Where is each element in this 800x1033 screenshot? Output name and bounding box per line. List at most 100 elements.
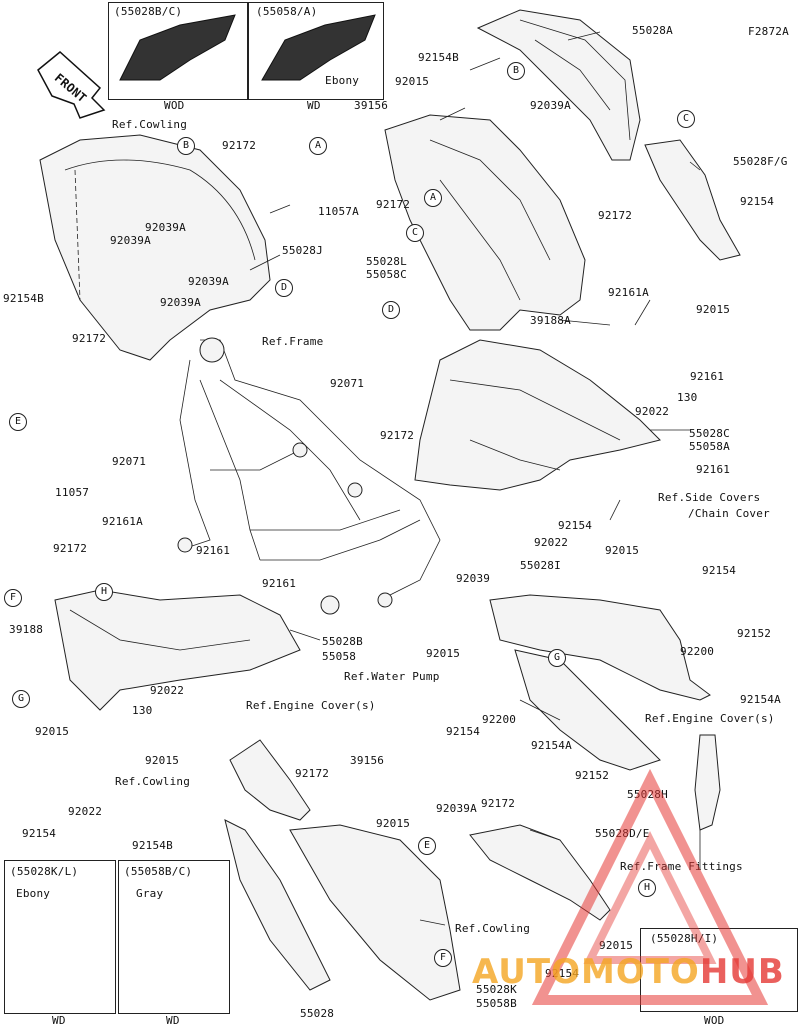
part-92022: 92022 <box>150 684 185 697</box>
inset-top-right-color: Ebony <box>325 74 360 87</box>
frame-drawing <box>177 337 441 615</box>
ref-circle-b: B <box>507 62 525 80</box>
ref-circle-d: D <box>382 301 400 319</box>
ref-circle-a: A <box>309 137 327 155</box>
part-92172: 92172 <box>481 797 516 810</box>
ref-circle-c: C <box>406 224 424 242</box>
part-92015: 92015 <box>376 817 411 830</box>
part-55028FG: 55028F/G <box>733 155 788 168</box>
part-92039A: 92039A <box>436 802 477 815</box>
part-92161: 92161 <box>696 463 731 476</box>
ref-cowling-label: Ref.Cowling <box>112 118 188 131</box>
inset-bl2-color: Gray <box>136 887 164 900</box>
part-55028J: 55028J <box>282 244 323 257</box>
part-92015: 92015 <box>35 725 70 738</box>
ref-circle-f: F <box>434 949 452 967</box>
part-92172: 92172 <box>376 198 411 211</box>
inset-br-code: (55028H/I) <box>650 932 719 945</box>
part-55028A: 55028A <box>632 24 673 37</box>
inset-bl2-code: (55058B/C) <box>124 865 193 878</box>
part-55028C: 55028C <box>689 427 730 440</box>
ref-cowling-label-2: Ref.Cowling <box>115 775 191 788</box>
part-92200: 92200 <box>482 713 517 726</box>
ref-water-pump-label: Ref.Water Pump <box>344 670 440 683</box>
part-92039A: 92039A <box>530 99 571 112</box>
part-92015: 92015 <box>145 754 180 767</box>
part-92172: 92172 <box>598 209 633 222</box>
part-92015: 92015 <box>426 647 461 660</box>
part-92161: 92161 <box>262 577 297 590</box>
watermark-auto: AUTO <box>472 952 581 992</box>
inset-top-left-variant: WOD <box>164 99 185 112</box>
inset-bl1-variant: WD <box>52 1014 66 1027</box>
ref-frame-label: Ref.Frame <box>262 335 324 348</box>
part-92154B: 92154B <box>3 292 44 305</box>
part-92154: 92154 <box>558 519 593 532</box>
part-92015: 92015 <box>605 544 640 557</box>
part-55028DE: 55028D/E <box>595 827 650 840</box>
inset-bl1-code: (55028K/L) <box>10 865 79 878</box>
part-55028: 55028 <box>300 1007 335 1020</box>
part-55028H: 55028H <box>627 788 668 801</box>
part-55028K: 55028K <box>476 983 517 996</box>
ref-circle-a: A <box>424 189 442 207</box>
diagram-id: F2872A <box>748 25 789 38</box>
part-130: 130 <box>132 704 153 717</box>
ref-circle-e: E <box>9 413 27 431</box>
part-92154: 92154 <box>702 564 737 577</box>
part-39188: 39188 <box>9 623 44 636</box>
ref-engine-cover-right-label: Ref.Engine Cover(s) <box>645 712 775 725</box>
ref-circle-b: B <box>177 137 195 155</box>
part-92015: 92015 <box>599 939 634 952</box>
part-55058B: 55058B <box>476 997 517 1010</box>
inset-bl2-variant: WD <box>166 1014 180 1027</box>
part-92039A: 92039A <box>160 296 201 309</box>
inset-bottom-left-1 <box>4 860 116 1014</box>
part-92039A: 92039A <box>145 221 186 234</box>
watermark-text: AUTOMOTOHUB <box>472 952 785 992</box>
part-92154A: 92154A <box>740 693 781 706</box>
ref-circle-d: D <box>275 279 293 297</box>
part-92200: 92200 <box>680 645 715 658</box>
part-92154: 92154 <box>740 195 775 208</box>
part-130: 130 <box>677 391 698 404</box>
part-39156: 39156 <box>354 99 389 112</box>
inset-top-right-code: (55058/A) <box>256 5 318 18</box>
part-92039: 92039 <box>456 572 491 585</box>
part-92154B: 92154B <box>132 839 173 852</box>
part-55058: 55058 <box>322 650 357 663</box>
part-92071: 92071 <box>112 455 147 468</box>
part-92039A: 92039A <box>110 234 151 247</box>
part-39156: 39156 <box>350 754 385 767</box>
part-92022: 92022 <box>635 405 670 418</box>
ref-side-covers-label: Ref.Side Covers <box>658 491 761 504</box>
watermark-hub: HUB <box>699 952 785 992</box>
inset-top-right-variant: WD <box>307 99 321 112</box>
part-92154A: 92154A <box>531 739 572 752</box>
ref-chain-cover-label: /Chain Cover <box>688 507 770 520</box>
part-55058C: 55058C <box>366 268 407 281</box>
ref-circle-h: H <box>638 879 656 897</box>
part-92161A: 92161A <box>102 515 143 528</box>
ref-cowling-label-3: Ref.Cowling <box>455 922 531 935</box>
part-92071: 92071 <box>330 377 365 390</box>
ref-circle-e: E <box>418 837 436 855</box>
part-92039A: 92039A <box>188 275 229 288</box>
part-55028B: 55028B <box>322 635 363 648</box>
part-92172: 92172 <box>380 429 415 442</box>
part-92161A: 92161A <box>608 286 649 299</box>
watermark-moto: MOTO <box>580 952 700 992</box>
part-55058A: 55058A <box>689 440 730 453</box>
part-55028L: 55028L <box>366 255 407 268</box>
part-92022: 92022 <box>534 536 569 549</box>
part-92154: 92154 <box>22 827 57 840</box>
ref-circle-f: F <box>4 589 22 607</box>
part-92172: 92172 <box>222 139 257 152</box>
part-39188A: 39188A <box>530 314 571 327</box>
part-92172: 92172 <box>295 767 330 780</box>
inset-top-left-code: (55028B/C) <box>114 5 183 18</box>
part-11057: 11057 <box>55 486 90 499</box>
ref-circle-c: C <box>677 110 695 128</box>
part-92154B: 92154B <box>418 51 459 64</box>
